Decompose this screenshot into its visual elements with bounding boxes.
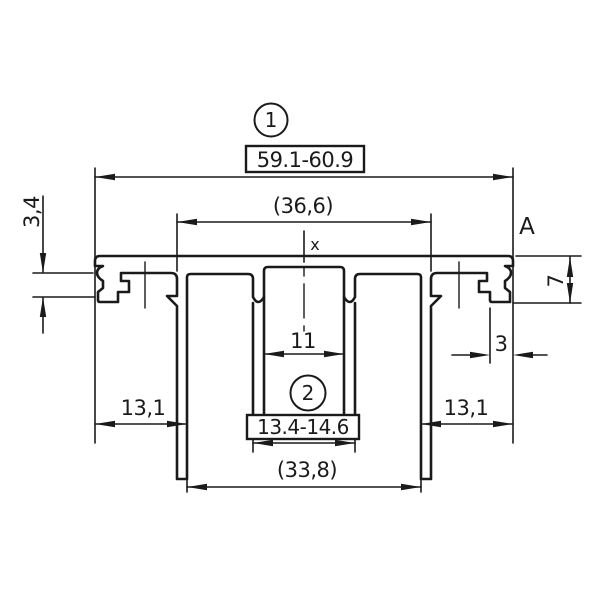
section-label: A (519, 214, 535, 240)
profile-outline (93, 254, 515, 481)
arrow-channelwidth-right (401, 483, 421, 491)
arrow-clipdepth-bottom (39, 297, 47, 317)
dim-clip-width-label: 13.4-14.6 (257, 415, 349, 439)
callout-circle-2 (289, 374, 327, 412)
overall-width-box (244, 144, 366, 174)
dim-right-offset-label: 13,1 (444, 396, 489, 420)
arrow-channelwidth-left (187, 483, 207, 491)
arrow-footwidth-left (470, 351, 490, 359)
arrow-slotwidth-left (264, 350, 284, 358)
dim-slot-width-label: 11 (290, 329, 316, 353)
dim-edge-height-label: 7 (544, 275, 568, 288)
arrow-edgeheight-bottom (566, 283, 574, 303)
arrow-leftoffset-right (167, 420, 187, 428)
arrow-clipwidth-right (335, 439, 355, 447)
dim-inner-width-label: (36,6) (273, 194, 333, 218)
dim-foot-width-label: 3 (495, 332, 508, 356)
arrow-leftoffset-left (95, 420, 115, 428)
dim-channel-width-label: (33,8) (277, 458, 337, 482)
dim-left-offset-label: 13,1 (121, 396, 166, 420)
center-mark-label: x (310, 235, 319, 254)
clip-width-box (245, 413, 361, 441)
arrow-overall-left (95, 173, 115, 181)
dim-overall-width-label: 59.1-60.9 (257, 148, 354, 172)
arrow-edgeheight-top (566, 257, 574, 277)
arrow-rightoffset-right (493, 420, 513, 428)
arrow-overall-right (493, 173, 513, 181)
callout-1-label: 1 (265, 108, 278, 132)
arrow-clipdepth-top (39, 253, 47, 273)
callout-2-label: 2 (302, 381, 315, 405)
arrow-inner-right (411, 218, 431, 226)
callout-circle-1 (253, 102, 289, 138)
arrow-inner-left (177, 218, 197, 226)
dim-clip-depth-label: 3,4 (20, 196, 44, 228)
arrow-footwidth-right (513, 351, 533, 359)
arrow-slotwidth-right (324, 350, 344, 358)
arrow-clipwidth-left (253, 439, 273, 447)
arrow-rightoffset-left (421, 420, 441, 428)
